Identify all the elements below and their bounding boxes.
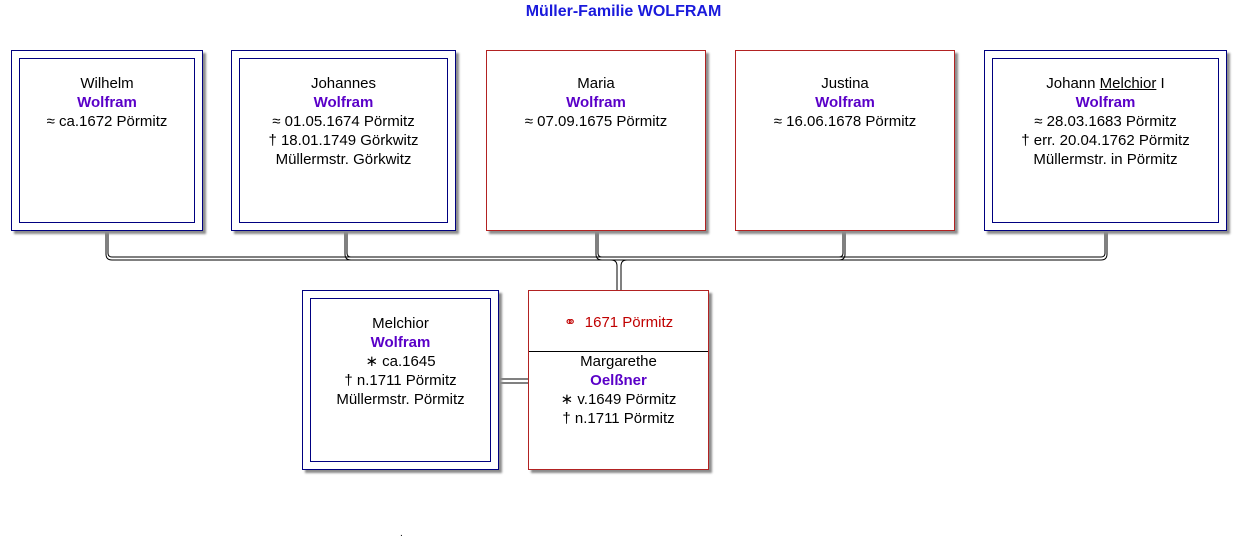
marriage-line: ⚭ 1671 Pörmitz bbox=[529, 313, 708, 331]
drop-johannes bbox=[344, 232, 352, 261]
child-box-wilhelm[interactable]: Wilhelm Wolfram ≈ ca.1672 Pörmitz bbox=[11, 50, 203, 231]
chart-title: Müller-Familie WOLFRAM bbox=[525, 3, 722, 20]
surname: Wolfram bbox=[1075, 94, 1136, 111]
child-box-maria[interactable]: Maria Wolfram ≈ 07.09.1675 Pörmitz bbox=[486, 50, 706, 231]
mother-box[interactable]: ⚭ 1671 Pörmitz Margarethe Oelßner ∗ v.16… bbox=[528, 290, 709, 470]
surname: Wolfram bbox=[370, 334, 431, 351]
first-name: Wilhelm bbox=[80, 75, 134, 92]
divider bbox=[529, 351, 708, 352]
drop-parents bbox=[610, 259, 628, 290]
surname: Wolfram bbox=[77, 94, 137, 111]
marriage-link bbox=[500, 378, 528, 384]
death-line: † 18.01.1749 Görkwitz bbox=[268, 132, 419, 149]
call-name: Melchior bbox=[1099, 75, 1157, 92]
marriage-text: 1671 Pörmitz bbox=[584, 314, 674, 331]
occupation-line: Müllermstr. in Pörmitz bbox=[1033, 151, 1178, 168]
first-name: Melchior bbox=[372, 315, 429, 332]
baptism-line: ≈ 16.06.1678 Pörmitz bbox=[773, 113, 917, 130]
drop-maria bbox=[595, 232, 603, 261]
baptism-line: ≈ 28.03.1683 Pörmitz bbox=[1034, 113, 1177, 130]
baptism-line: ≈ 01.05.1674 Pörmitz bbox=[272, 113, 415, 130]
child-box-johann-melchior[interactable]: Johann Melchior I Wolfram ≈ 28.03.1683 P… bbox=[984, 50, 1227, 231]
first-name: Margarethe bbox=[580, 353, 657, 370]
baptism-line: ≈ ca.1672 Pörmitz bbox=[46, 113, 168, 130]
footer-mark: . bbox=[400, 528, 403, 539]
baptism-line: ≈ 07.09.1675 Pörmitz bbox=[524, 113, 668, 130]
child-box-johannes[interactable]: Johannes Wolfram ≈ 01.05.1674 Pörmitz † … bbox=[231, 50, 456, 231]
first-name: Maria bbox=[577, 75, 615, 92]
wedding-rings-icon: ⚭ bbox=[563, 314, 577, 331]
surname: Oelßner bbox=[590, 372, 647, 389]
first-name: Justina bbox=[821, 75, 869, 92]
first-name: Johann Melchior I bbox=[1046, 75, 1165, 92]
occupation-line: Müllermstr. Pörmitz bbox=[336, 391, 465, 408]
death-line: † n.1711 Pörmitz bbox=[562, 410, 675, 427]
sibling-bar bbox=[105, 232, 1108, 261]
occupation-line: Müllermstr. Görkwitz bbox=[275, 151, 412, 168]
birth-line: ∗ v.1649 Pörmitz bbox=[560, 391, 677, 408]
surname: Wolfram bbox=[815, 94, 875, 111]
death-line: † n.1711 Pörmitz bbox=[344, 372, 457, 389]
surname: Wolfram bbox=[313, 94, 374, 111]
birth-line: ∗ ca.1645 bbox=[365, 353, 436, 370]
child-box-justina[interactable]: Justina Wolfram ≈ 16.06.1678 Pörmitz bbox=[735, 50, 955, 231]
drop-justina bbox=[838, 232, 846, 261]
father-box[interactable]: Melchior Wolfram ∗ ca.1645 † n.1711 Pörm… bbox=[302, 290, 499, 470]
sibling-bar-inner bbox=[107, 232, 1106, 258]
surname: Wolfram bbox=[566, 94, 626, 111]
death-line: † err. 20.04.1762 Pörmitz bbox=[1021, 132, 1190, 149]
first-name: Johannes bbox=[310, 75, 377, 92]
